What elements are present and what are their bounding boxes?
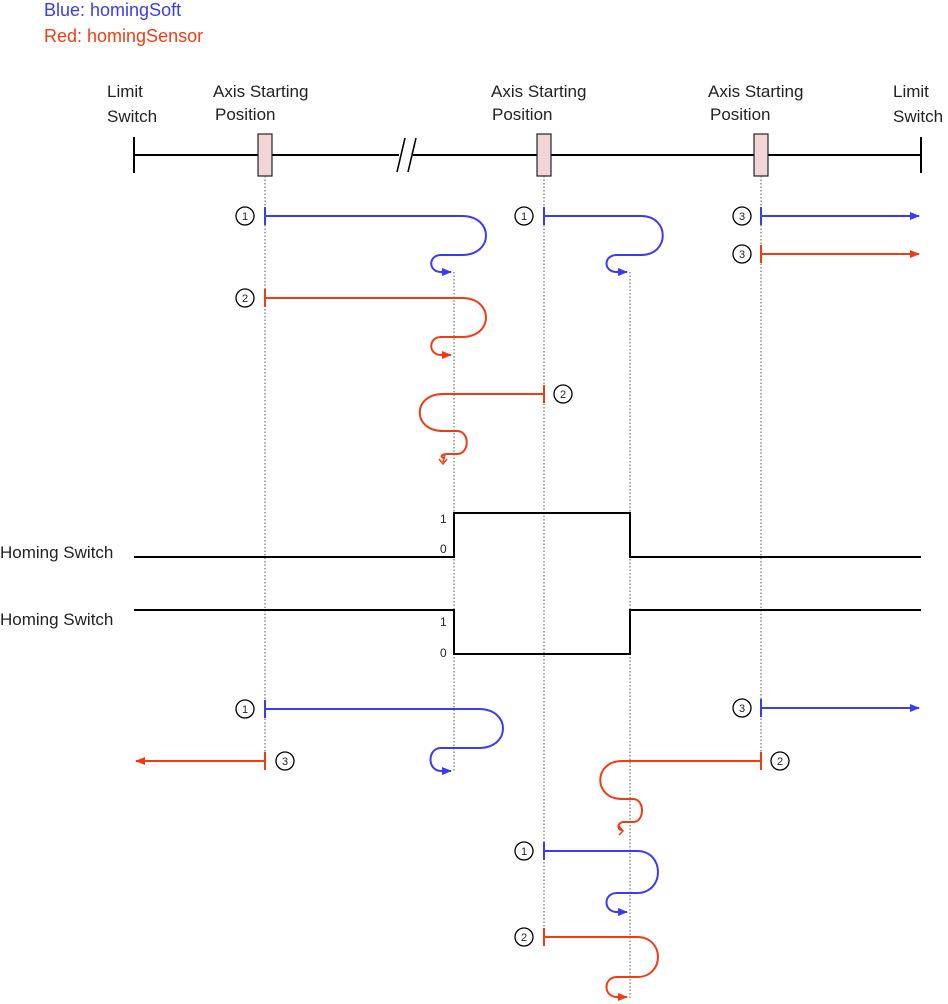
marker-2-a: 2 xyxy=(242,293,248,305)
marker-3-c: 3 xyxy=(282,756,288,768)
marker-2-d: 2 xyxy=(521,932,527,944)
marker-circles-lower xyxy=(235,698,790,947)
start-pos-1-label-2: Position xyxy=(215,105,275,124)
start-pos-2-box xyxy=(536,133,552,177)
signal-top-high: 1 xyxy=(440,512,447,526)
start-pos-2-label-2: Position xyxy=(492,105,552,124)
marker-1-b: 1 xyxy=(521,211,527,223)
path-start1-soft xyxy=(264,207,487,276)
path-start3-sensor xyxy=(760,245,920,263)
marker-3-a: 3 xyxy=(739,211,745,223)
right-limit-label-1: Limit xyxy=(893,82,929,101)
path-lower-start1-soft xyxy=(264,700,504,775)
marker-2-c: 2 xyxy=(777,756,783,768)
path-start3-soft xyxy=(760,207,920,225)
signal-top-low: 0 xyxy=(440,542,447,556)
marker-1-d: 1 xyxy=(521,846,527,858)
marker-1-a: 1 xyxy=(242,211,248,223)
signal-bottom-label: Homing Switch xyxy=(0,610,113,629)
start-pos-1-label-1: Axis Starting xyxy=(213,82,308,101)
legend-blue: Blue: homingSoft xyxy=(44,0,181,20)
start-pos-3-label-1: Axis Starting xyxy=(708,82,803,101)
left-limit-label-2: Switch xyxy=(107,107,157,126)
signal-top-trace xyxy=(134,512,921,558)
signal-bottom-low: 0 xyxy=(440,646,447,660)
marker-3-d: 3 xyxy=(739,703,745,715)
path-start1-sensor xyxy=(264,289,487,359)
signal-bottom-trace xyxy=(134,609,921,655)
path-lower-start2-sensor xyxy=(543,928,659,1001)
axis-line xyxy=(133,137,922,173)
legend-red: Red: homingSensor xyxy=(44,26,203,46)
marker-3-b: 3 xyxy=(739,249,745,261)
signal-bottom-high: 1 xyxy=(440,615,447,629)
left-limit-label-1: Limit xyxy=(107,82,143,101)
right-limit-label-2: Switch xyxy=(893,107,943,126)
path-start2-sensor xyxy=(418,385,545,466)
start-pos-3-label-2: Position xyxy=(710,105,770,124)
marker-2-b: 2 xyxy=(560,389,566,401)
marker-1-c: 1 xyxy=(242,704,248,716)
guide-lines xyxy=(264,176,762,1000)
start-pos-2-label-1: Axis Starting xyxy=(491,82,586,101)
start-pos-3-box xyxy=(753,133,769,177)
path-lower-start3-soft xyxy=(760,699,920,717)
path-lower-start2-soft xyxy=(543,842,659,916)
start-pos-1-box xyxy=(257,133,273,177)
marker-circles-upper xyxy=(235,206,752,404)
path-start2-soft xyxy=(543,207,664,276)
path-lower-start3-sensor xyxy=(599,752,762,836)
path-lower-start1-sensor xyxy=(135,752,266,770)
signal-top-label: Homing Switch xyxy=(0,543,113,562)
